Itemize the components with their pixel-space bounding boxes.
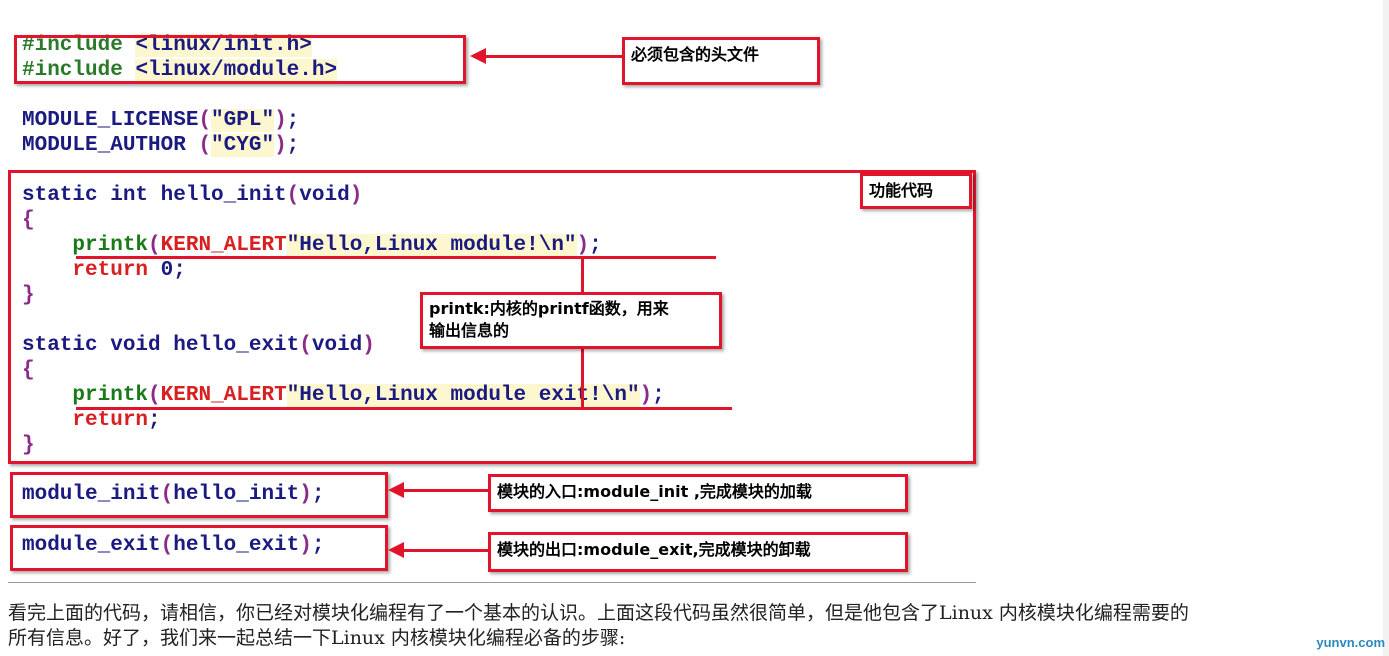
include-keyword: #include bbox=[22, 34, 123, 57]
scrollbar[interactable] bbox=[1383, 0, 1389, 656]
connector-top bbox=[581, 259, 584, 292]
module-exit-box bbox=[10, 525, 388, 571]
note-exit: 模块的出口:module_exit,完成模块的卸载 bbox=[488, 532, 908, 572]
paragraph-line-2: 所有信息。好了，我们来一起总结一下Linux 内核模块化编程必备的步骤: bbox=[8, 627, 626, 649]
include-keyword: #include bbox=[22, 59, 123, 82]
arrowhead-icon bbox=[388, 542, 404, 558]
init-printk-line: printk(KERN_ALERT"Hello,Linux module!\n"… bbox=[72, 234, 602, 257]
exit-return-line: return; bbox=[72, 409, 161, 432]
connector-bottom bbox=[581, 348, 584, 407]
headers-highlight-box bbox=[14, 35, 466, 84]
arrowhead-icon bbox=[470, 48, 486, 64]
init-return-line: return 0; bbox=[72, 259, 186, 282]
module-init-box bbox=[10, 472, 388, 518]
header-name: <linux/init.h> bbox=[135, 34, 312, 57]
arrow-exit bbox=[402, 549, 490, 552]
exit-brace-open: { bbox=[22, 359, 35, 382]
include-line-module: #include <linux/module.h> bbox=[22, 58, 338, 83]
arrow-entry bbox=[402, 489, 490, 492]
init-brace-close: } bbox=[22, 284, 35, 307]
exit-brace-close: } bbox=[22, 434, 35, 457]
init-brace-open: { bbox=[22, 209, 35, 232]
header-name: <linux/module.h> bbox=[135, 59, 338, 82]
exit-printk-line: printk(KERN_ALERT"Hello,Linux module exi… bbox=[72, 384, 665, 407]
printk-underline-init bbox=[76, 256, 716, 259]
module-author-line: MODULE_AUTHOR ("CYG"); bbox=[22, 134, 300, 157]
note-printk: printk:内核的printf函数，用来输出信息的 bbox=[420, 292, 722, 349]
divider bbox=[8, 582, 976, 583]
printk-underline-exit bbox=[76, 407, 732, 410]
note-function-code: 功能代码 bbox=[860, 173, 972, 209]
paragraph-line-1: 看完上面的代码，请相信，你已经对模块化编程有了一个基本的认识。上面这段代码虽然很… bbox=[8, 602, 1189, 624]
init-signature: static int hello_init(void) bbox=[22, 184, 363, 207]
arrow-headers bbox=[482, 55, 622, 58]
include-line-init: #include <linux/init.h> bbox=[22, 33, 312, 58]
note-headers: 必须包含的头文件 bbox=[622, 37, 820, 85]
arrowhead-icon bbox=[388, 482, 404, 498]
exit-signature: static void hello_exit(void) bbox=[22, 334, 375, 357]
watermark-logo: yunvn.com bbox=[1316, 635, 1385, 650]
module-exit-line: module_exit(hello_exit); bbox=[22, 534, 325, 557]
module-license-line: MODULE_LICENSE("GPL"); bbox=[22, 109, 300, 132]
module-init-line: module_init(hello_init); bbox=[22, 483, 325, 506]
note-entry: 模块的入口:module_init ,完成模块的加载 bbox=[488, 474, 908, 512]
function-code-box bbox=[8, 170, 976, 464]
